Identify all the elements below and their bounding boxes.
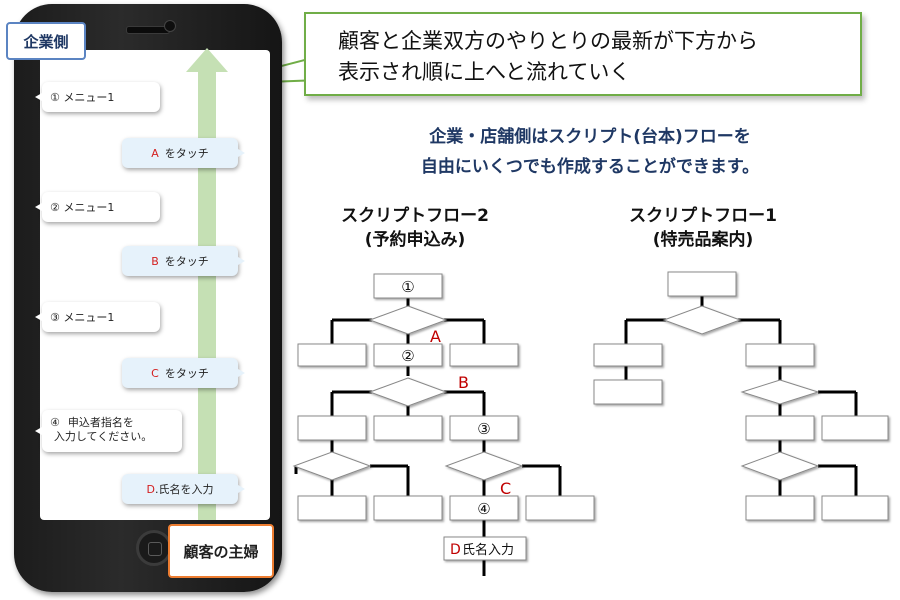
home-square-icon — [148, 542, 162, 556]
flow1-process-right-3 — [821, 415, 889, 441]
flow2-process-4 — [449, 495, 519, 521]
flow2-decision-4 — [444, 451, 524, 481]
flow1-process-right-2 — [745, 415, 815, 441]
flow1-process-left-2 — [593, 379, 663, 405]
flow2-nodes — [292, 273, 595, 561]
chat-bubble-touch-c: C をタッチ — [122, 358, 245, 388]
flow2-edge-label-a: A — [430, 327, 441, 346]
flow2-process-c1 — [297, 495, 367, 521]
chat-bubble-name-input: D .氏名を入力 — [122, 474, 245, 504]
chat-bubble-menu-3: ③ メニュー1 — [35, 302, 160, 332]
callout-line-2: 表示され順に上へと流れていく — [338, 60, 631, 84]
flow2-process-b-mid — [373, 415, 443, 441]
flow2-process-c2 — [373, 495, 443, 521]
flow1-connectors — [624, 296, 858, 496]
flow2-process-name-input — [443, 536, 527, 561]
bubble-letter: B — [151, 254, 159, 268]
flow2-decision-3 — [292, 451, 372, 481]
flow2-heading: スクリプトフロー2 (予約申込み) — [300, 204, 530, 252]
flow2-process-2 — [373, 343, 443, 367]
flow1-decision-3 — [740, 451, 820, 481]
flow1-decision-1 — [662, 305, 742, 335]
flow1-process-right-4 — [745, 495, 815, 521]
bubble-text: ③ メニュー1 — [50, 311, 115, 324]
headline: 企業・店舗側はスクリプト(台本)フローを 自由にいくつでも作成することができます… — [330, 122, 850, 182]
flow2-node-3-label: ③ — [477, 420, 490, 438]
callout-line-1: 顧客と企業双方のやりとりの最新が下方から — [338, 29, 758, 53]
chat-bubble-touch-b: B をタッチ — [122, 246, 245, 276]
headline-line-1: 企業・店舗側はスクリプト(台本)フローを — [429, 127, 751, 147]
flow1-nodes — [593, 271, 889, 521]
flow2-decision-2 — [368, 377, 448, 407]
flow2-process-3 — [449, 415, 519, 441]
bubble-text-line2: 入力してください。 — [53, 430, 153, 443]
chat-bubble-enter-name: ④ 申込者指名を 入力してください。 — [35, 410, 182, 452]
flow2-process-b-left — [297, 415, 367, 441]
flow1-process-right-1 — [745, 343, 815, 367]
headline-line-2: 自由にいくつでも作成することができます。 — [420, 157, 760, 177]
bubble-text: ① メニュー1 — [50, 91, 115, 104]
flow2-decision-1 — [368, 305, 448, 335]
flow1-process-left-1 — [593, 343, 663, 367]
bubble-letter: C — [151, 366, 159, 380]
chat-bubble-menu-2: ② メニュー1 — [35, 192, 160, 222]
flow2-edge-label-b: B — [458, 373, 469, 392]
flow2-process-c4 — [525, 495, 595, 521]
bubble-text-line1: 申込者指名を — [67, 416, 134, 429]
bubble-text: をタッチ — [164, 147, 209, 160]
bubble-letter: A — [151, 146, 159, 160]
flow1-decision-2 — [740, 379, 820, 405]
company-side-label: 企業側 — [6, 22, 86, 60]
bubble-text: .氏名を入力 — [154, 483, 214, 496]
flow2-process-a-right — [449, 343, 519, 367]
flow2-subtitle: (予約申込み) — [364, 230, 466, 250]
flow2-process-1 — [373, 273, 443, 299]
bubble-text: ② メニュー1 — [50, 201, 115, 214]
flow1-heading: スクリプトフロー1 (特売品案内) — [588, 204, 818, 252]
flow1-process-1 — [667, 271, 737, 297]
flow1-process-right-5 — [821, 495, 889, 521]
flow2-title: スクリプトフロー2 — [341, 206, 489, 226]
explanation-callout: 顧客と企業双方のやりとりの最新が下方から 表示され順に上へと流れていく — [304, 12, 862, 96]
flow1-title: スクリプトフロー1 — [629, 206, 777, 226]
flow2-edge-label-c: C — [500, 479, 511, 498]
flow2-node-2-label: ② — [401, 347, 414, 365]
flow2-end-text: 氏名入力 — [462, 542, 514, 558]
upward-flow-arrow — [186, 48, 228, 520]
chat-bubble-touch-a: A をタッチ — [122, 138, 245, 168]
bubble-text: をタッチ — [164, 367, 209, 380]
customer-label: 顧客の主婦 — [168, 524, 274, 578]
flow2-node-4-label: ④ — [477, 500, 490, 518]
bubble-text: をタッチ — [164, 255, 209, 268]
flow1-subtitle: (特売品案内) — [652, 230, 754, 250]
chat-bubble-menu-1: ① メニュー1 — [35, 82, 160, 112]
bubble-letter: D — [146, 482, 155, 496]
bubble-number: ④ — [50, 416, 60, 429]
flow2-process-a-left — [297, 343, 367, 367]
flow2-end-letter: D — [450, 542, 461, 558]
flow2-node-1-label: ① — [401, 278, 414, 296]
phone-camera-icon — [164, 20, 176, 32]
